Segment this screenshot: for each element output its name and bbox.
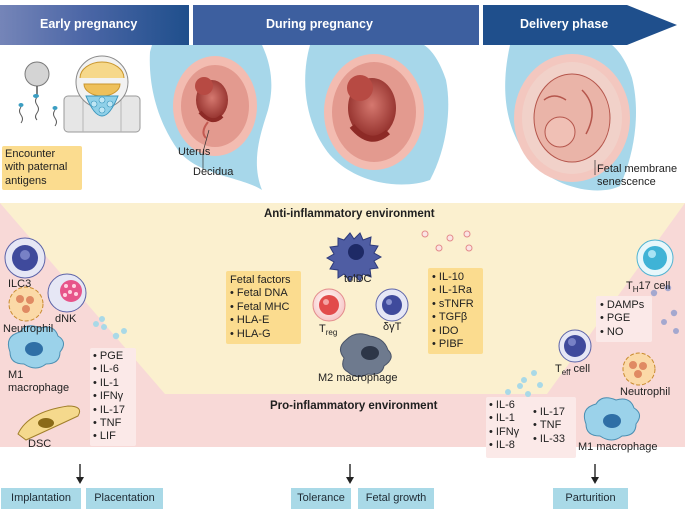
teff-label-sub: eff bbox=[561, 368, 571, 378]
th17-label-main: T bbox=[626, 280, 633, 292]
danger-signal: DAMPs bbox=[600, 299, 648, 312]
decidua-label: Decidua bbox=[193, 166, 234, 178]
dnk-label: dNK bbox=[55, 313, 77, 325]
left-factor-list: PGE IL-6 IL-1 IFNγ IL-17 TNF LIF bbox=[90, 348, 136, 446]
paternal-line-2: with paternal bbox=[5, 161, 68, 174]
treg-label: Treg bbox=[319, 323, 337, 339]
tolerance-box: Tolerance bbox=[291, 488, 351, 509]
left-factor: IL-17 bbox=[93, 404, 133, 417]
pro-cytokine: IL-17 bbox=[533, 406, 565, 419]
m1-line-2: macrophage bbox=[8, 382, 70, 394]
paternal-line-1: Encounter bbox=[5, 148, 56, 160]
neutrophil-right-label: Neutrophil bbox=[620, 386, 671, 398]
phase-during-label: During pregnancy bbox=[266, 17, 373, 31]
danger-signal: PGE bbox=[600, 312, 648, 325]
anti-factor: IDO bbox=[432, 325, 479, 338]
placentation-box: Placentation bbox=[86, 488, 163, 509]
fetal-factors-title: Fetal factors bbox=[230, 274, 291, 286]
left-factor: TNF bbox=[93, 417, 133, 430]
m1-line-1: M1 bbox=[8, 369, 24, 381]
treg-label-main: T bbox=[319, 323, 326, 335]
fetal-growth-box: Fetal growth bbox=[358, 488, 434, 509]
neutrophil-cell bbox=[8, 286, 44, 322]
pro-cytokine: TNF bbox=[533, 419, 565, 432]
anti-factors-box: IL-10 IL-1Ra sTNFR TGFβ IDO PIBF bbox=[428, 268, 483, 355]
gdt-label: δγT bbox=[383, 321, 402, 333]
m1-macrophage-label: M1 macrophage bbox=[8, 369, 69, 395]
right-cells bbox=[505, 239, 679, 441]
implantation-box: Implantation bbox=[1, 488, 81, 509]
pro-cytokine: IL-6 bbox=[489, 399, 519, 412]
danger-signal: NO bbox=[600, 326, 648, 339]
pro-cytokines-box: IL-6 IL-1 IFNγ IL-8 IL-17 TNF IL-33 bbox=[486, 397, 576, 458]
uterus-during-illustration bbox=[305, 45, 449, 185]
uterus-delivery-illustration bbox=[505, 45, 636, 191]
phase-early-label: Early pregnancy bbox=[40, 17, 138, 31]
fetal-membrane-senescence-label: Fetal membrane senescence bbox=[597, 163, 677, 189]
teff-label: Teff cell bbox=[555, 363, 590, 379]
pro-cytokine: IL-1 bbox=[489, 412, 519, 425]
left-factor: IL-1 bbox=[93, 377, 133, 390]
timeline-arrow bbox=[0, 5, 677, 45]
blastocyst-illustration bbox=[63, 55, 141, 133]
left-cells bbox=[4, 237, 127, 441]
uterus-early-illustration bbox=[149, 45, 272, 190]
anti-factor: PIBF bbox=[432, 338, 479, 351]
down-arrows bbox=[76, 464, 599, 484]
senescence-line-2: senescence bbox=[597, 176, 656, 188]
pro-cytokine: IFNγ bbox=[489, 426, 519, 439]
neutrophil-cell-right bbox=[622, 352, 656, 386]
treg-label-sub: reg bbox=[325, 328, 338, 338]
teff-label-rest: cell bbox=[570, 363, 591, 375]
pro-inflammatory-label: Pro-inflammatory environment bbox=[270, 400, 438, 412]
paternal-antigens-box: Encounter with paternal antigens bbox=[2, 146, 82, 191]
uterus-label: Uterus bbox=[178, 146, 211, 158]
ilc3-label: ILC3 bbox=[8, 278, 32, 290]
fetal-factor: Fetal MHC bbox=[230, 301, 297, 314]
left-factor: IL-6 bbox=[93, 363, 133, 376]
sperm-egg-illustration bbox=[18, 61, 58, 127]
left-factor: PGE bbox=[93, 350, 133, 363]
toldc-label: tolDC bbox=[344, 273, 372, 285]
anti-factor: IL-1Ra bbox=[432, 284, 479, 297]
th17-label: TH17 cell bbox=[626, 280, 670, 296]
fetal-factor: Fetal DNA bbox=[230, 287, 297, 300]
fetal-factors-box: Fetal factors Fetal DNA Fetal MHC HLA-E … bbox=[226, 271, 301, 345]
anti-factor: sTNFR bbox=[432, 298, 479, 311]
neutrophil-label: Neutrophil bbox=[3, 323, 54, 335]
pro-cytokine: IL-8 bbox=[489, 439, 519, 452]
pointer-lines bbox=[202, 129, 596, 175]
fetal-factor: HLA-G bbox=[230, 328, 297, 341]
anti-inflammatory-label: Anti-inflammatory environment bbox=[264, 208, 435, 220]
center-cells bbox=[312, 230, 473, 378]
danger-signals-box: DAMPs PGE NO bbox=[596, 296, 652, 343]
m2-macrophage-label: M2 macrophage bbox=[318, 372, 398, 384]
pro-cytokine: IL-33 bbox=[533, 433, 565, 446]
left-factor: LIF bbox=[93, 430, 133, 443]
dsc-label: DSC bbox=[28, 438, 52, 450]
anti-factor: IL-10 bbox=[432, 271, 479, 284]
phase-delivery-label: Delivery phase bbox=[520, 17, 609, 31]
parturition-box: Parturition bbox=[553, 488, 628, 509]
m1-macrophage-right-label: M1 macrophage bbox=[578, 441, 658, 453]
fetal-factor: HLA-E bbox=[230, 314, 297, 327]
th17-label-rest: 17 cell bbox=[638, 280, 671, 292]
senescence-line-1: Fetal membrane bbox=[597, 163, 678, 175]
teff-label-main: T bbox=[555, 363, 562, 375]
anti-factor: TGFβ bbox=[432, 311, 479, 324]
th17-label-sub: H bbox=[632, 285, 639, 295]
paternal-line-3: antigens bbox=[5, 174, 47, 187]
left-factor: IFNγ bbox=[93, 390, 133, 403]
